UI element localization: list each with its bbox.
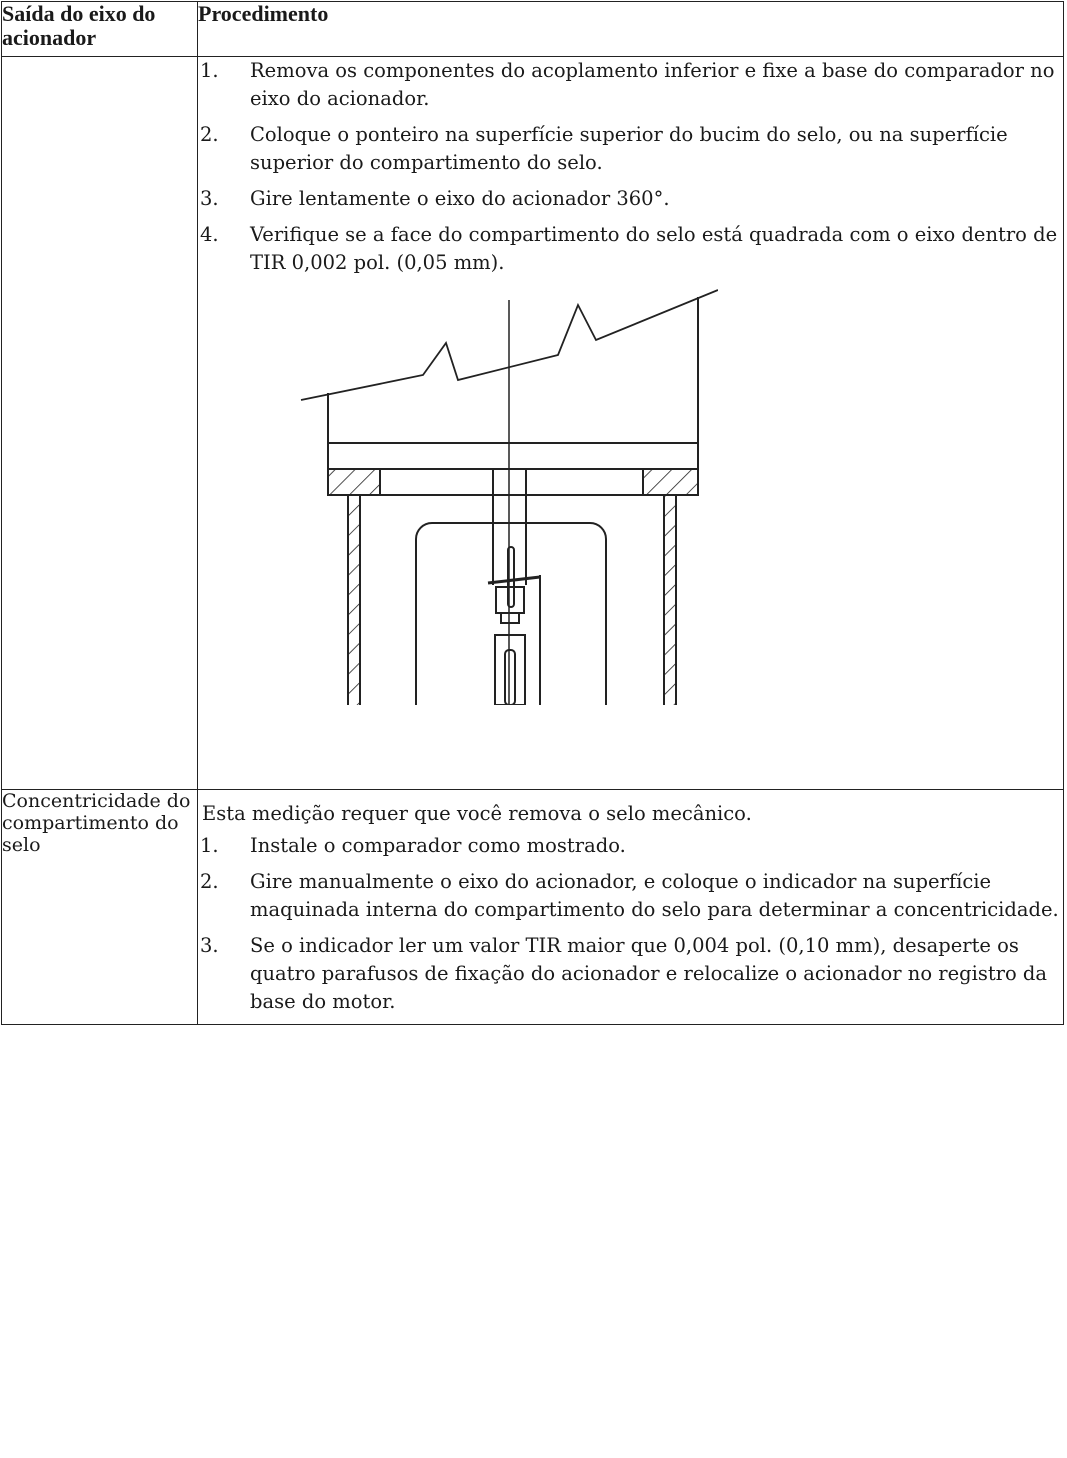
step-number: 1. — [200, 59, 219, 82]
step-text: Gire lentamente o eixo do acionador 360°… — [250, 187, 670, 210]
header-row: Saída do eixo do acionador Procedimento — [1, 1, 1064, 57]
row-face-squareness: 1. Remova os componentes do acoplamento i… — [1, 56, 1064, 790]
row1-step-3: 3. Gire lentamente o eixo do acionador 36… — [198, 185, 1063, 213]
header-procedure: Procedimento — [197, 1, 1064, 57]
row2-intro: Esta medição requer que você remova o se… — [202, 802, 752, 825]
step-text: Se o indicador ler um valor TIR maior qu… — [250, 934, 1048, 1013]
row1-step-4: 4. Verifique se a face do compartimento d… — [198, 221, 1063, 277]
row1-procedure: 1. Remova os componentes do acoplamento i… — [197, 56, 1064, 790]
top-break-line — [301, 290, 718, 400]
row1-step-2: 2. Coloque o ponteiro na superfície super… — [198, 121, 1063, 177]
step-number: 1. — [200, 834, 219, 857]
left-wall — [348, 495, 360, 705]
row2-steps: 1. Instale o comparador como mostrado. 2.… — [198, 832, 1063, 1016]
step-number: 4. — [200, 223, 219, 246]
row-concentricity: Concentricidade do compartimento do selo… — [1, 789, 1064, 1025]
row2-step-1: 1. Instale o comparador como mostrado. — [198, 832, 1063, 860]
step-text: Remova os componentes do acoplamento inf… — [250, 59, 1055, 110]
procedure-table: Saída do eixo do acionador Procedimento … — [1, 1, 1064, 1025]
row2-step-2: 2. Gire manualmente o eixo do acionador, … — [198, 868, 1063, 924]
step-number: 3. — [200, 187, 219, 210]
row2-label: Concentricidade do compartimento do selo — [1, 789, 198, 1025]
step-text: Coloque o ponteiro na superfície superio… — [250, 123, 1008, 174]
right-wall — [664, 495, 676, 705]
row1-label — [1, 56, 198, 790]
step-number: 2. — [200, 870, 219, 893]
dial-indicator-figure — [198, 285, 1064, 715]
step-number: 2. — [200, 123, 219, 146]
upper-plate — [328, 443, 698, 469]
row2-procedure: Esta medição requer que você remova o se… — [197, 789, 1064, 1025]
seal-chamber-face-diagram — [298, 285, 718, 705]
step-text: Verifique se a face do compartimento do … — [250, 223, 1058, 274]
step-number: 3. — [200, 934, 219, 957]
step-text: Instale o comparador como mostrado. — [250, 834, 626, 857]
window — [416, 523, 606, 705]
row1-steps: 1. Remova os componentes do acoplamento i… — [198, 57, 1063, 277]
step-text: Gire manualmente o eixo do acionador, e … — [250, 870, 1059, 921]
header-drive-shaft-output: Saída do eixo do acionador — [1, 1, 198, 57]
row2-step-3: 3. Se o indicador ler um valor TIR maior … — [198, 932, 1063, 1016]
row1-step-1: 1. Remova os componentes do acoplamento i… — [198, 57, 1063, 113]
